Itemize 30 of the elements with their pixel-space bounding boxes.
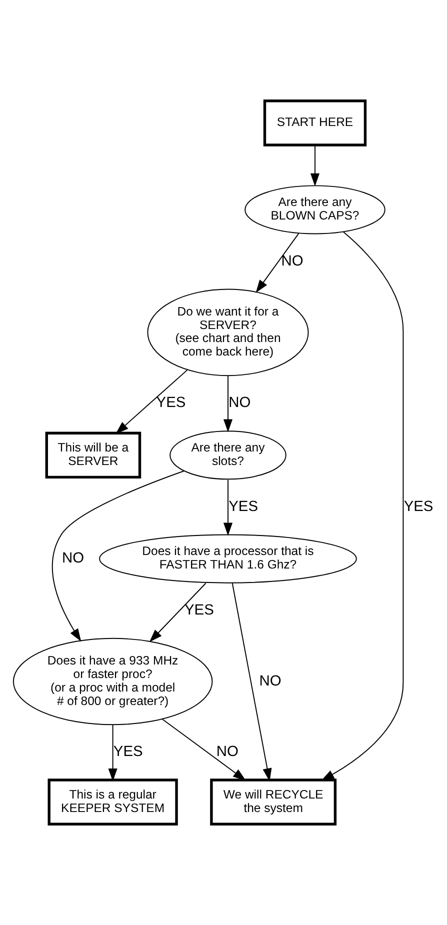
node-box: We will RECYCLE the system (210, 778, 337, 826)
arrow (310, 144, 320, 186)
edge-label: YES (228, 498, 258, 515)
edge-label: NO (216, 744, 238, 760)
arrow (223, 479, 233, 536)
arrow (149, 582, 206, 642)
node-ellipse: Are there any BLOWN CAPS? (244, 185, 386, 234)
edge-label: YES (404, 498, 434, 515)
node-ellipse: Does it have a processor that is FASTER THAN 1.6 Ghz? (99, 534, 357, 584)
edge-label: NO (228, 395, 251, 412)
arrow (116, 370, 188, 434)
arrow (52, 470, 184, 642)
edge-label: NO (281, 253, 304, 270)
arrow (232, 582, 272, 782)
edge-label: NO (62, 550, 84, 567)
node-ellipse: Does it have a 933 MHz or faster proc? (or a proc with a model # of 800 or greater?) (12, 638, 213, 726)
edge-label: NO (259, 673, 282, 690)
node-box: This will be a SERVER (45, 432, 142, 479)
edge-label: YES (184, 602, 214, 618)
node-ellipse: Do we want it for a SERVER? (see chart and then come back here) (147, 288, 309, 376)
node-box: This is a regular KEEPER SYSTEM (48, 778, 178, 826)
arrow (108, 724, 118, 782)
arrow (321, 231, 404, 781)
arrow (162, 718, 246, 781)
node-box: START HERE (263, 100, 367, 146)
edge-label: YES (156, 395, 186, 412)
arrow (256, 233, 300, 293)
edge-label: YES (113, 744, 143, 760)
arrow (223, 376, 233, 432)
node-ellipse: Are there any slots? (170, 430, 286, 480)
